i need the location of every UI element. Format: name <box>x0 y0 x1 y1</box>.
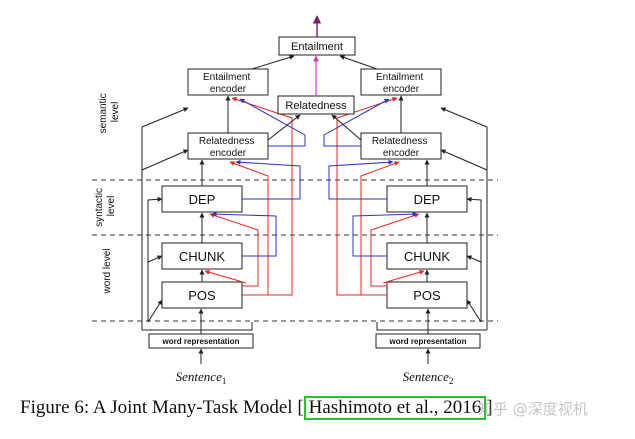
dep-label-left: DEP <box>189 192 216 207</box>
syntactic-level-label: syntactic level <box>94 185 117 227</box>
chunk-label-right: CHUNK <box>404 249 451 264</box>
citation-highlight: Hashimoto et al., 2016 <box>303 396 487 420</box>
chunk-box-right <box>386 242 468 270</box>
watermark: 知乎 @深度视机 <box>478 400 588 418</box>
dep-label-right: DEP <box>414 192 441 207</box>
word-representation-label-right: word representation <box>389 337 467 346</box>
caption-suffix: ] <box>486 397 493 418</box>
relatedness-encoder-label-right: Relatedness encoder <box>372 136 430 159</box>
relatedness-encoder-box-right <box>360 132 442 160</box>
semantic-level-label: semantic level <box>98 91 121 134</box>
top-center: Relatedness Entailment <box>251 15 378 141</box>
figure-caption: Figure 6: A Joint Many-Task Model [Hashi… <box>0 396 635 420</box>
level-separators <box>92 179 498 322</box>
relatedness-encoder-box-left <box>187 132 269 160</box>
sentence-2-label: Sentence2 <box>403 369 454 386</box>
word-level-label: word level <box>102 248 113 294</box>
left-column: POS CHUNK DEP Relatedness encoder Entail… <box>141 68 306 364</box>
entailment-label: Entailment <box>291 41 343 53</box>
relatedness-encoder-label-left: Relatedness encoder <box>199 136 257 159</box>
pos-label-left: POS <box>188 288 216 303</box>
jmt-diagram: semantic level syntactic level word leve… <box>92 15 498 386</box>
caption-prefix: Figure 6: A Joint Many-Task Model [ <box>20 397 304 418</box>
pos-label-right: POS <box>413 288 441 303</box>
chunk-label-left: CHUNK <box>179 249 226 264</box>
entailment-encoder-box-left <box>187 68 269 96</box>
right-column: POS CHUNK DEP Relatedness encoder Entail… <box>323 68 488 364</box>
entailment-encoder-box-right <box>360 68 442 96</box>
relatedness-label: Relatedness <box>285 100 347 112</box>
sentence-1-label: Sentence1 <box>176 369 227 386</box>
entailment-encoder-label-left: Entailment encoder <box>203 72 253 95</box>
entailment-encoder-label-right: Entailment encoder <box>376 72 426 95</box>
word-representation-label-left: word representation <box>162 337 240 346</box>
